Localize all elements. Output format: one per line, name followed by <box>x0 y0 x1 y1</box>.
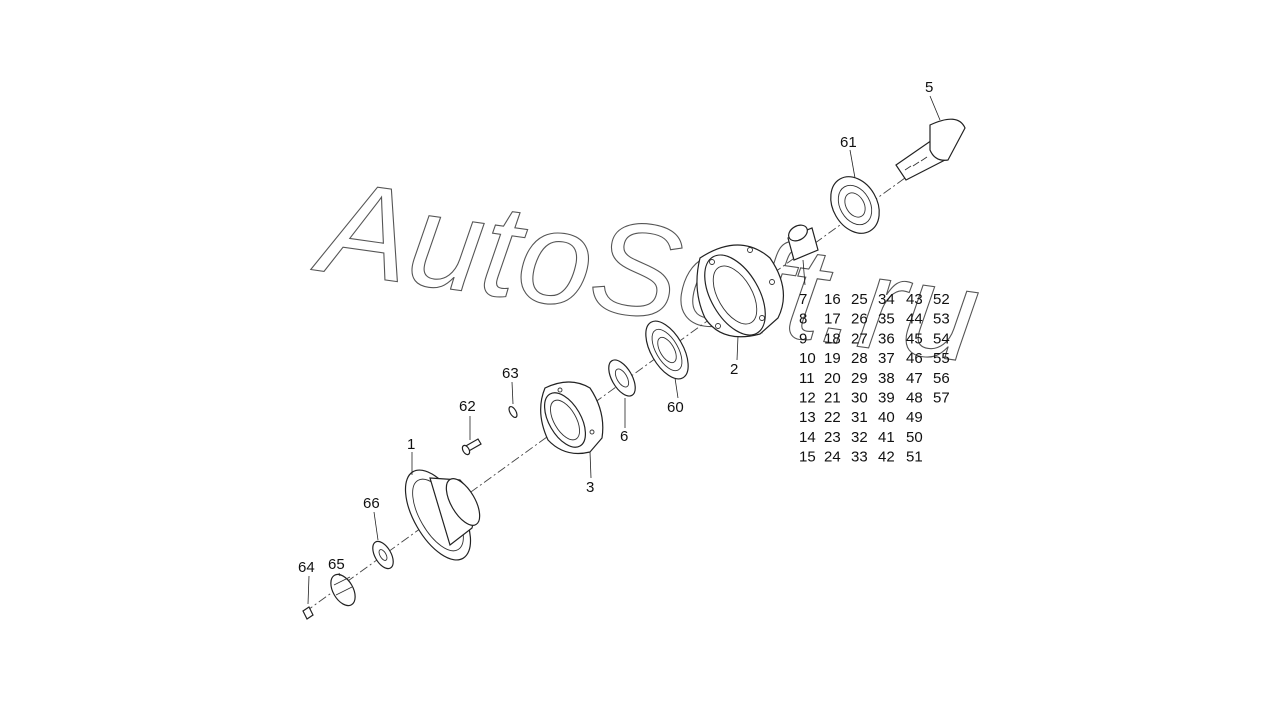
callout-14[interactable]: 14 <box>799 429 816 446</box>
callout-53[interactable]: 53 <box>933 311 950 328</box>
callout-45[interactable]: 45 <box>906 330 923 347</box>
part-3-brake-plate[interactable] <box>536 381 604 455</box>
callout-28[interactable]: 28 <box>851 350 868 367</box>
callout-32[interactable]: 32 <box>851 429 868 446</box>
callout-29[interactable]: 29 <box>851 370 868 387</box>
callout-56[interactable]: 56 <box>933 370 950 387</box>
leader-lines <box>307 95 941 605</box>
callout-62[interactable]: 62 <box>459 398 476 415</box>
part-64-pin[interactable] <box>302 606 314 620</box>
callout-1[interactable]: 1 <box>407 436 415 453</box>
callout-31[interactable]: 31 <box>851 409 868 426</box>
callout-9[interactable]: 9 <box>799 330 807 347</box>
callout-17[interactable]: 17 <box>824 311 841 328</box>
part-5-shaft[interactable] <box>895 118 966 181</box>
part-63-nut[interactable] <box>507 405 518 419</box>
part-6-spacer-ring[interactable] <box>603 356 640 401</box>
callout-55[interactable]: 55 <box>933 350 950 367</box>
part-bushing[interactable] <box>786 222 819 261</box>
callout-39[interactable]: 39 <box>878 390 895 407</box>
callout-8[interactable]: 8 <box>799 311 807 328</box>
part-1-hub[interactable] <box>392 460 486 571</box>
callout-7[interactable]: 7 <box>799 291 807 308</box>
callout-22[interactable]: 22 <box>824 409 841 426</box>
part-66-washer[interactable] <box>369 538 398 572</box>
callout-30[interactable]: 30 <box>851 390 868 407</box>
callout-27[interactable]: 27 <box>851 330 868 347</box>
callout-25[interactable]: 25 <box>851 291 868 308</box>
callout-66[interactable]: 66 <box>363 495 380 512</box>
callout-49[interactable]: 49 <box>906 409 923 426</box>
callout-2[interactable]: 2 <box>730 361 738 378</box>
callout-10[interactable]: 10 <box>799 350 816 367</box>
callout-3[interactable]: 3 <box>586 479 594 496</box>
callout-26[interactable]: 26 <box>851 311 868 328</box>
callout-34[interactable]: 34 <box>878 291 895 308</box>
callout-36[interactable]: 36 <box>878 330 895 347</box>
callout-61[interactable]: 61 <box>840 134 857 151</box>
callout-65[interactable]: 65 <box>328 556 345 573</box>
part-62-bolt[interactable] <box>461 438 482 456</box>
callout-63[interactable]: 63 <box>502 365 519 382</box>
part-60-bearing[interactable] <box>637 314 697 385</box>
callout-48[interactable]: 48 <box>906 390 923 407</box>
callout-40[interactable]: 40 <box>878 409 895 426</box>
callout-19[interactable]: 19 <box>824 350 841 367</box>
part-2-housing[interactable] <box>692 244 784 345</box>
callout-51[interactable]: 51 <box>906 449 923 466</box>
callout-54[interactable]: 54 <box>933 330 950 347</box>
callout-60[interactable]: 60 <box>667 399 684 416</box>
callout-42[interactable]: 42 <box>878 449 895 466</box>
callout-43[interactable]: 43 <box>906 291 923 308</box>
callout-33[interactable]: 33 <box>851 449 868 466</box>
part-number-table: 7 16 25 34 43 52 8 17 26 35 44 53 9 18 27 36 45 54 10 19 28 3… <box>799 291 950 466</box>
callout-57[interactable]: 57 <box>933 390 950 407</box>
callout-labels: 5 61 2 60 6 3 63 62 1 66 65 64 <box>298 79 933 576</box>
callout-50[interactable]: 50 <box>906 429 923 446</box>
callout-13[interactable]: 13 <box>799 409 816 426</box>
callout-21[interactable]: 21 <box>824 390 841 407</box>
part-65-lock-plate[interactable] <box>326 570 360 609</box>
callout-37[interactable]: 37 <box>878 350 895 367</box>
callout-23[interactable]: 23 <box>824 429 841 446</box>
callout-52[interactable]: 52 <box>933 291 950 308</box>
callout-20[interactable]: 20 <box>824 370 841 387</box>
callout-44[interactable]: 44 <box>906 311 923 328</box>
callout-47[interactable]: 47 <box>906 370 923 387</box>
callout-16[interactable]: 16 <box>824 291 841 308</box>
callout-41[interactable]: 41 <box>878 429 895 446</box>
callout-6[interactable]: 6 <box>620 428 628 445</box>
callout-24[interactable]: 24 <box>824 449 841 466</box>
callout-35[interactable]: 35 <box>878 311 895 328</box>
callout-46[interactable]: 46 <box>906 350 923 367</box>
callout-64[interactable]: 64 <box>298 559 315 576</box>
callout-38[interactable]: 38 <box>878 370 895 387</box>
callout-18[interactable]: 18 <box>824 330 841 347</box>
callout-12[interactable]: 12 <box>799 390 816 407</box>
callout-5[interactable]: 5 <box>925 79 933 96</box>
callout-11[interactable]: 11 <box>799 370 815 387</box>
part-61-roller-bearing[interactable] <box>821 168 889 242</box>
callout-15[interactable]: 15 <box>799 449 816 466</box>
